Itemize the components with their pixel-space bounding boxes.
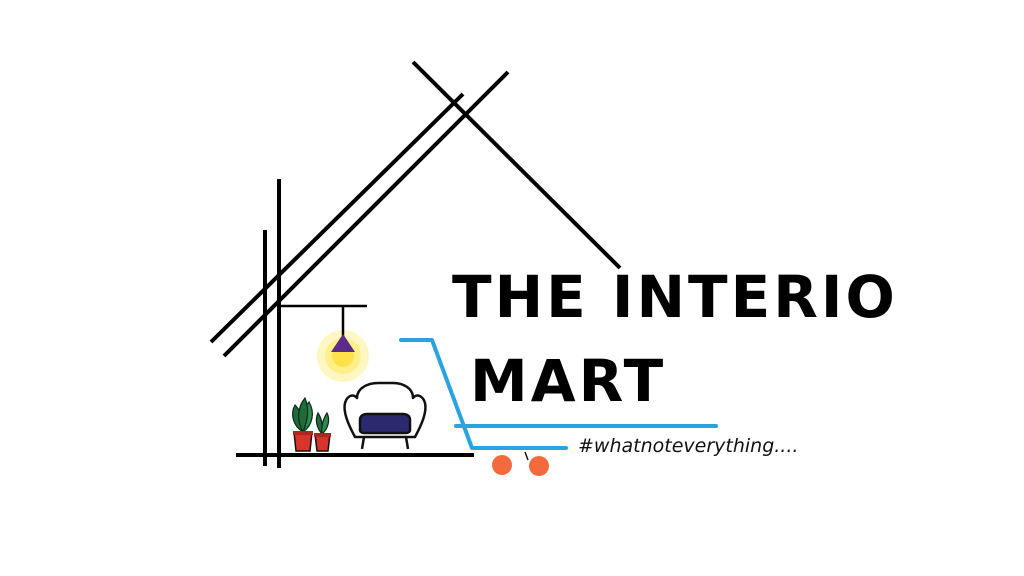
house-outline-icon <box>209 60 622 468</box>
potted-plant-icon <box>292 396 331 452</box>
shopping-cart-icon <box>399 338 718 476</box>
armchair-icon <box>343 381 427 450</box>
pendant-lamp-icon <box>281 304 369 382</box>
brand-name-line-1: THE INTERIO <box>452 263 898 331</box>
brand-name-line-2: MART <box>470 347 667 415</box>
tagline: #whatnoteverything.... <box>578 435 799 457</box>
